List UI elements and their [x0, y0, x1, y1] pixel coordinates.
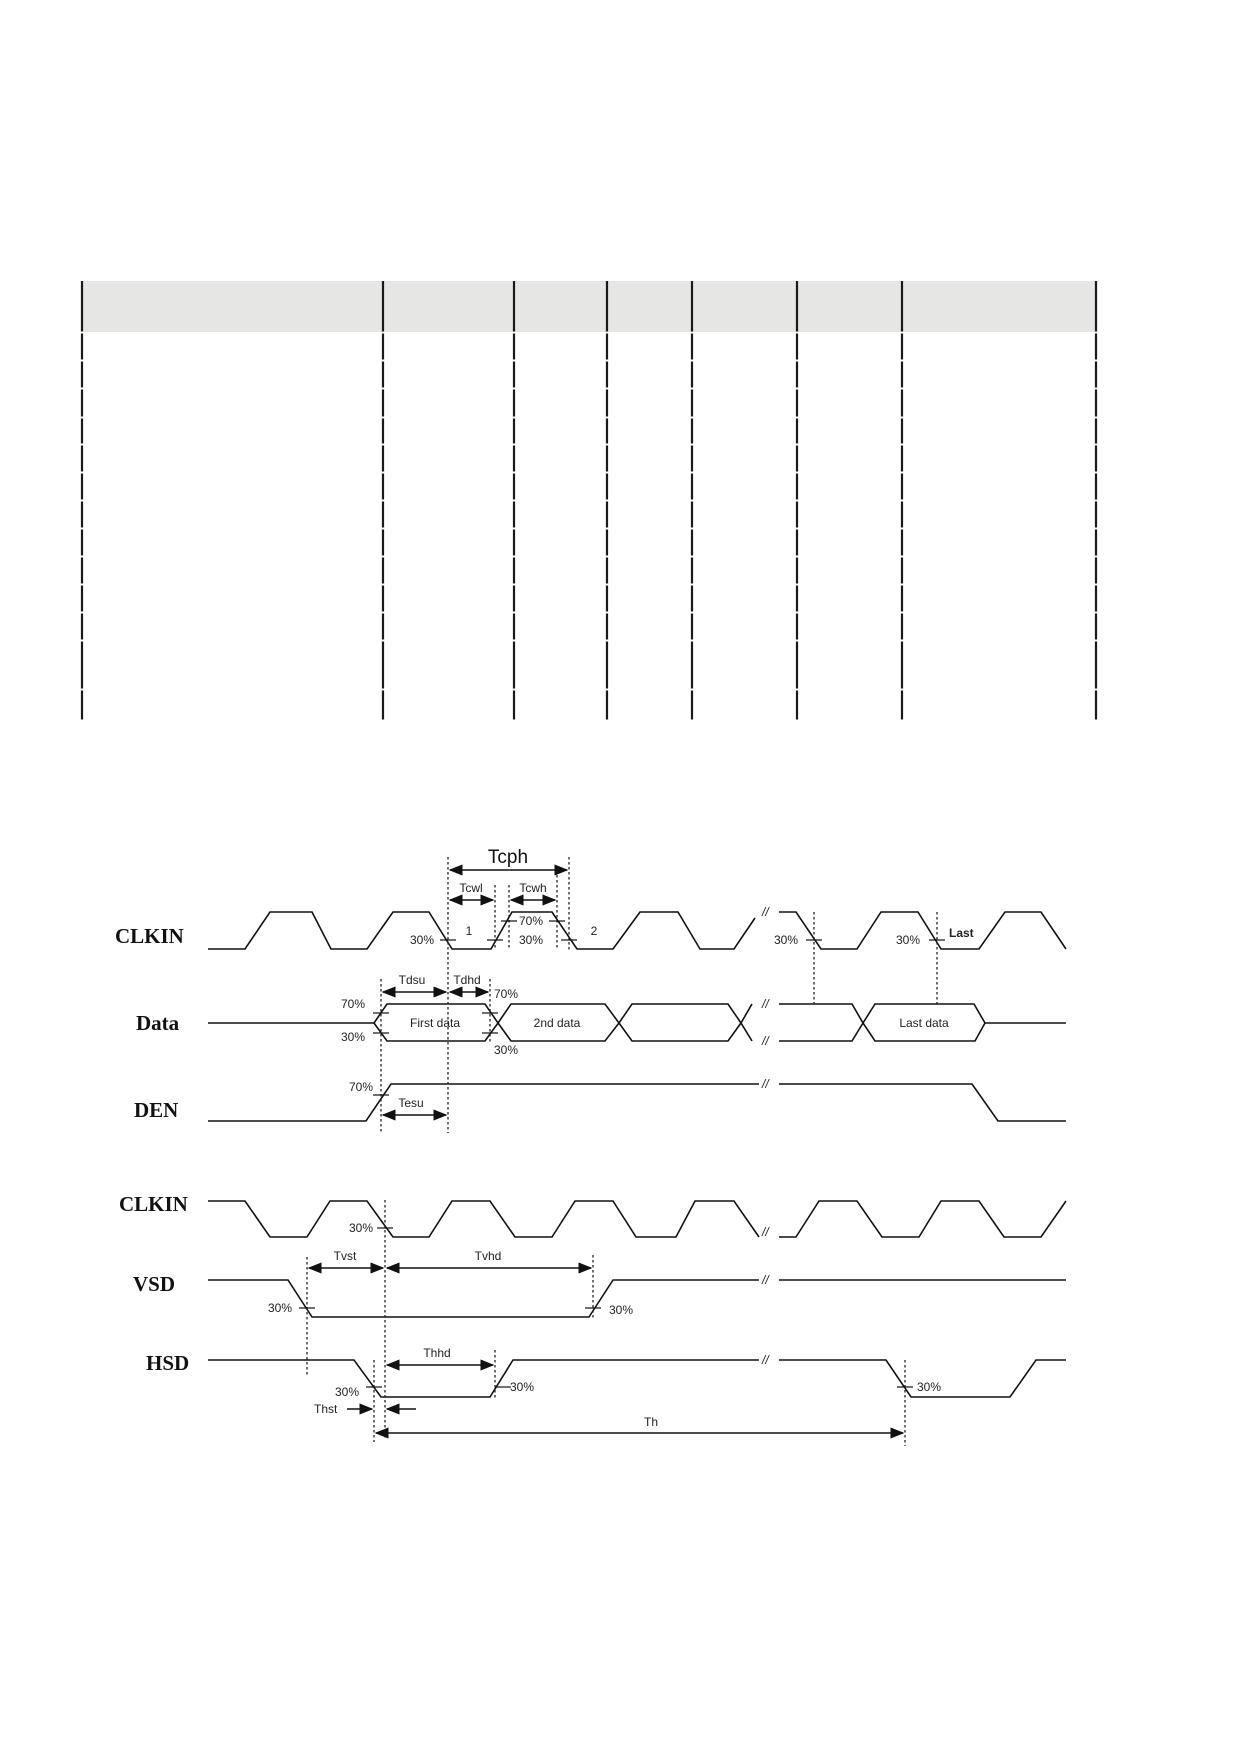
level-30: 30%	[268, 1301, 292, 1315]
break-marks: // // // // // // //	[761, 905, 770, 1367]
tvhd-label: Tvhd	[475, 1249, 502, 1263]
break-mark: //	[761, 1273, 770, 1287]
clkin-waveform-after-break	[779, 911, 1067, 950]
den-waveform	[208, 1083, 759, 1122]
level-70: 70%	[519, 914, 543, 928]
signal-label-data: Data	[136, 1011, 180, 1035]
level-70: 70%	[341, 997, 365, 1011]
level-30: 30%	[774, 933, 798, 947]
thhd-label: Thhd	[423, 1346, 450, 1360]
level-30: 30%	[609, 1303, 633, 1317]
tesu-label: Tesu	[398, 1096, 423, 1110]
tcph-label: Tcph	[488, 847, 528, 868]
break-mark: //	[761, 905, 770, 919]
level-ticks	[299, 920, 945, 1388]
clock-mark-1: 1	[466, 924, 473, 938]
break-mark: //	[761, 1077, 770, 1091]
timing-diagram: CLKIN Data DEN CLKIN VSD HSD // //	[115, 847, 1067, 1446]
signal-label-clkin-2: CLKIN	[119, 1192, 188, 1216]
data-cell-after-break	[779, 1003, 864, 1042]
clkin-2-waveform	[208, 1200, 760, 1238]
tdsu-label: Tdsu	[399, 973, 426, 987]
signal-label-den: DEN	[134, 1098, 178, 1122]
table-header-row	[83, 281, 1095, 332]
clkin-2-waveform-after-break	[779, 1200, 1067, 1238]
den-waveform-after-break	[779, 1083, 1066, 1122]
data-cell-first-label: First data	[410, 1016, 460, 1030]
timing-arrows	[307, 864, 905, 1439]
level-30: 30%	[341, 1030, 365, 1044]
level-30: 30%	[896, 933, 920, 947]
data-cell-second-label: 2nd data	[534, 1016, 581, 1030]
signal-label-hsd: HSD	[146, 1351, 189, 1375]
data-cell-third	[618, 1003, 753, 1042]
reference-lines	[306, 857, 938, 1446]
break-mark: //	[761, 1225, 770, 1239]
level-30: 30%	[917, 1380, 941, 1394]
level-30: 30%	[335, 1385, 359, 1399]
signal-label-clkin: CLKIN	[115, 924, 184, 948]
table-column-lines	[80, 281, 1098, 720]
break-mark: //	[761, 1353, 770, 1367]
thst-label: Thst	[314, 1402, 338, 1416]
level-labels: 30% 70% 30% 30% 30% 70% 30% 70% 30% 70% …	[268, 914, 941, 1399]
clock-mark-2: 2	[591, 924, 598, 938]
level-30: 30%	[349, 1221, 373, 1235]
break-mark: //	[761, 997, 770, 1011]
parameter-table	[80, 281, 1098, 720]
clkin-waveform	[208, 911, 756, 950]
tdhd-label: Tdhd	[453, 973, 480, 987]
level-30: 30%	[519, 933, 543, 947]
level-70: 70%	[349, 1080, 373, 1094]
signal-label-vsd: VSD	[133, 1272, 175, 1296]
hsd-waveform-after-break	[779, 1359, 1066, 1398]
vsd-waveform	[208, 1279, 759, 1318]
tcwh-label: Tcwh	[519, 881, 546, 895]
level-30: 30%	[410, 933, 434, 947]
level-70: 70%	[494, 987, 518, 1001]
tcwl-label: Tcwl	[459, 881, 482, 895]
break-mark: //	[761, 1034, 770, 1048]
th-label: Th	[644, 1415, 658, 1429]
level-30: 30%	[494, 1043, 518, 1057]
level-30: 30%	[510, 1380, 534, 1394]
clock-mark-last: Last	[949, 926, 974, 940]
hsd-waveform	[208, 1359, 759, 1398]
tvst-label: Tvst	[334, 1249, 357, 1263]
data-cell-last-label: Last data	[899, 1016, 949, 1030]
